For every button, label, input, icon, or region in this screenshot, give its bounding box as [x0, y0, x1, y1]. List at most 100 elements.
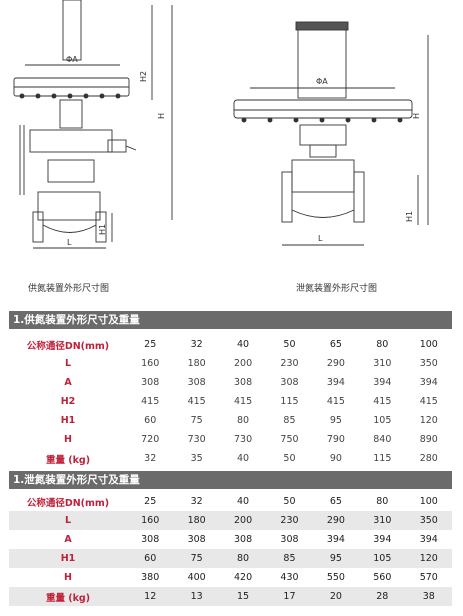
table-cell: 180: [173, 511, 220, 530]
supply-device-drawing: ΦA H2 H H1 L: [13, 0, 173, 249]
table-cell: 308: [266, 530, 313, 549]
table-cell: 290: [312, 354, 360, 373]
table-cell: 730: [173, 430, 220, 449]
table-cell: 200: [219, 354, 267, 373]
row-label: 重量 (kg): [9, 449, 127, 468]
table-cell: 415: [312, 392, 360, 411]
table-cell: 38: [405, 587, 452, 606]
table-cell: 350: [405, 511, 452, 530]
table-cell: 394: [405, 530, 452, 549]
header-cell: 32: [173, 335, 220, 354]
header-cell: 40: [219, 492, 267, 511]
table-cell: 290: [312, 511, 360, 530]
table-cell: 115: [266, 392, 313, 411]
header-cell: 80: [359, 492, 406, 511]
table-cell: 13: [173, 587, 220, 606]
header-cell: 32: [173, 492, 220, 511]
header-cell: 25: [127, 492, 174, 511]
row-label: H: [9, 568, 127, 587]
row-label: A: [9, 530, 127, 549]
table-row: H1 60 75 80 85 95 105 120: [9, 411, 452, 430]
table-cell: 380: [127, 568, 174, 587]
table-cell: 310: [359, 511, 406, 530]
relief-device-drawing: ΦA H H1 L: [233, 21, 429, 246]
header-cell: 50: [266, 492, 313, 511]
table-cell: 160: [127, 511, 174, 530]
table-cell: 394: [359, 530, 406, 549]
table-cell: 60: [127, 411, 174, 430]
dim-phiA-left: ΦA: [66, 55, 78, 64]
table-cell: 90: [312, 449, 360, 468]
table-cell: 415: [359, 392, 406, 411]
table-cell: 200: [219, 511, 267, 530]
table-cell: 95: [312, 549, 360, 568]
table-cell: 80: [219, 411, 267, 430]
table-cell: 75: [173, 411, 220, 430]
table-cell: 308: [219, 530, 267, 549]
row-label: H2: [9, 392, 127, 411]
table-row: H2 415 415 415 115 415 415 415: [9, 392, 452, 411]
table-cell: 35: [173, 449, 220, 468]
row-label: H1: [9, 549, 127, 568]
table-cell: 310: [359, 354, 406, 373]
table-header-row: 公称通径DN(mm) 25 32 40 50 65 80 100: [9, 335, 452, 354]
table-cell: 308: [173, 373, 220, 392]
section1-title: 1.供氮装置外形尺寸及重量: [9, 311, 452, 329]
table-cell: 20: [312, 587, 360, 606]
table-cell: 40: [219, 449, 267, 468]
dim-phiA-right: ΦA: [316, 77, 328, 86]
table-row: H 720 730 730 750 790 840 890: [9, 430, 452, 449]
row-label: A: [9, 373, 127, 392]
table-row: H 380 400 420 430 550 560 570: [9, 568, 452, 587]
table-cell: 415: [127, 392, 174, 411]
dim-L-right: L: [318, 234, 323, 243]
dim-H2: H2: [139, 71, 148, 82]
table-cell: 394: [312, 530, 360, 549]
table-row: A 308 308 308 308 394 394 394: [9, 373, 452, 392]
header-cell: 65: [312, 492, 360, 511]
table-cell: 720: [127, 430, 174, 449]
table-cell: 400: [173, 568, 220, 587]
table-cell: 230: [266, 511, 313, 530]
table-cell: 790: [312, 430, 360, 449]
table-cell: 430: [266, 568, 313, 587]
table-cell: 12: [127, 587, 174, 606]
table-cell: 415: [173, 392, 220, 411]
table-cell: 95: [312, 411, 360, 430]
table-cell: 420: [219, 568, 267, 587]
table-cell: 394: [405, 373, 452, 392]
header-cell: 25: [127, 335, 174, 354]
table-cell: 750: [266, 430, 313, 449]
table-cell: 28: [359, 587, 406, 606]
table-cell: 85: [266, 549, 313, 568]
header-cell: 80: [359, 335, 406, 354]
table-cell: 17: [266, 587, 313, 606]
table-cell: 120: [405, 549, 452, 568]
table-cell: 32: [127, 449, 174, 468]
table-cell: 280: [405, 449, 452, 468]
table-cell: 550: [312, 568, 360, 587]
table-header-row: 公称通径DN(mm) 25 32 40 50 65 80 100: [9, 492, 452, 511]
row-label: 重量 (kg): [9, 587, 127, 606]
table-cell: 308: [127, 373, 174, 392]
table-cell: 308: [173, 530, 220, 549]
table-cell: 105: [359, 549, 406, 568]
table-row: A 308 308 308 308 394 394 394: [9, 530, 452, 549]
caption-supply: 供氮装置外形尺寸图: [28, 284, 110, 294]
section1-table: 公称通径DN(mm) 25 32 40 50 65 80 100 L 160 1…: [9, 335, 452, 468]
row-label: L: [9, 511, 127, 530]
section2-table: 公称通径DN(mm) 25 32 40 50 65 80 100 L 160 1…: [9, 492, 452, 606]
table-cell: 160: [127, 354, 174, 373]
table-cell: 394: [312, 373, 360, 392]
table-cell: 15: [219, 587, 267, 606]
header-cell: 65: [312, 335, 360, 354]
table-cell: 840: [359, 430, 406, 449]
technical-drawings: ΦA H2 H H1 L ΦA: [13, 0, 429, 249]
table-cell: 115: [359, 449, 406, 468]
header-label: 公称通径DN(mm): [9, 492, 127, 511]
dim-H-right: H: [412, 113, 421, 119]
table-cell: 415: [219, 392, 267, 411]
table-cell: 570: [405, 568, 452, 587]
row-label: L: [9, 354, 127, 373]
header-cell: 100: [405, 492, 452, 511]
